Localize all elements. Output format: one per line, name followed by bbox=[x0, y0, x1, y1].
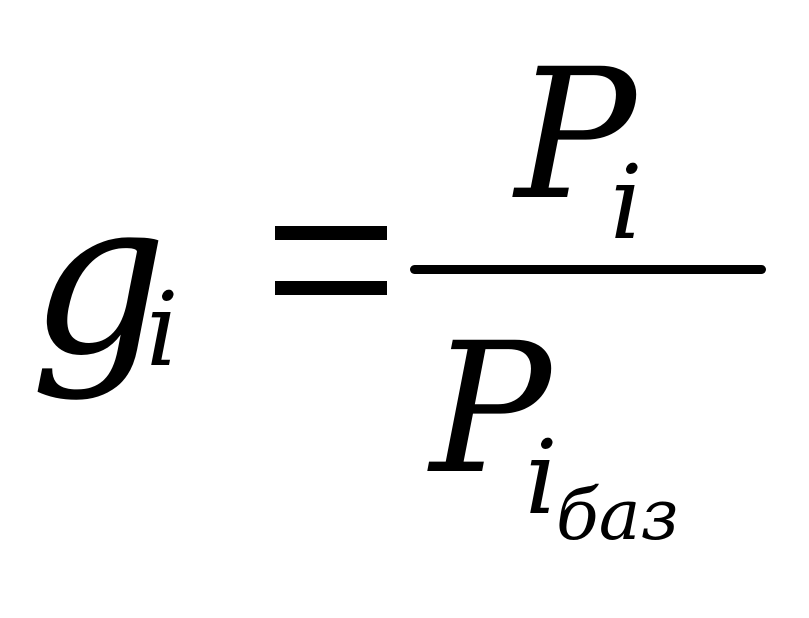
lhs-subscript-i: i bbox=[146, 271, 179, 390]
numerator-variable-p: P bbox=[515, 31, 637, 240]
equals-sign-top-bar bbox=[275, 226, 387, 240]
equals-sign-bottom-bar bbox=[275, 281, 387, 295]
denominator-variable-p: P bbox=[430, 305, 552, 514]
numerator-subscript-i: i bbox=[610, 144, 643, 263]
fraction-bar bbox=[410, 265, 766, 274]
lhs-variable-g: g bbox=[30, 152, 168, 403]
denominator-subscript-i: i bbox=[525, 419, 558, 538]
denominator-subscript-baz: баз bbox=[556, 474, 679, 556]
